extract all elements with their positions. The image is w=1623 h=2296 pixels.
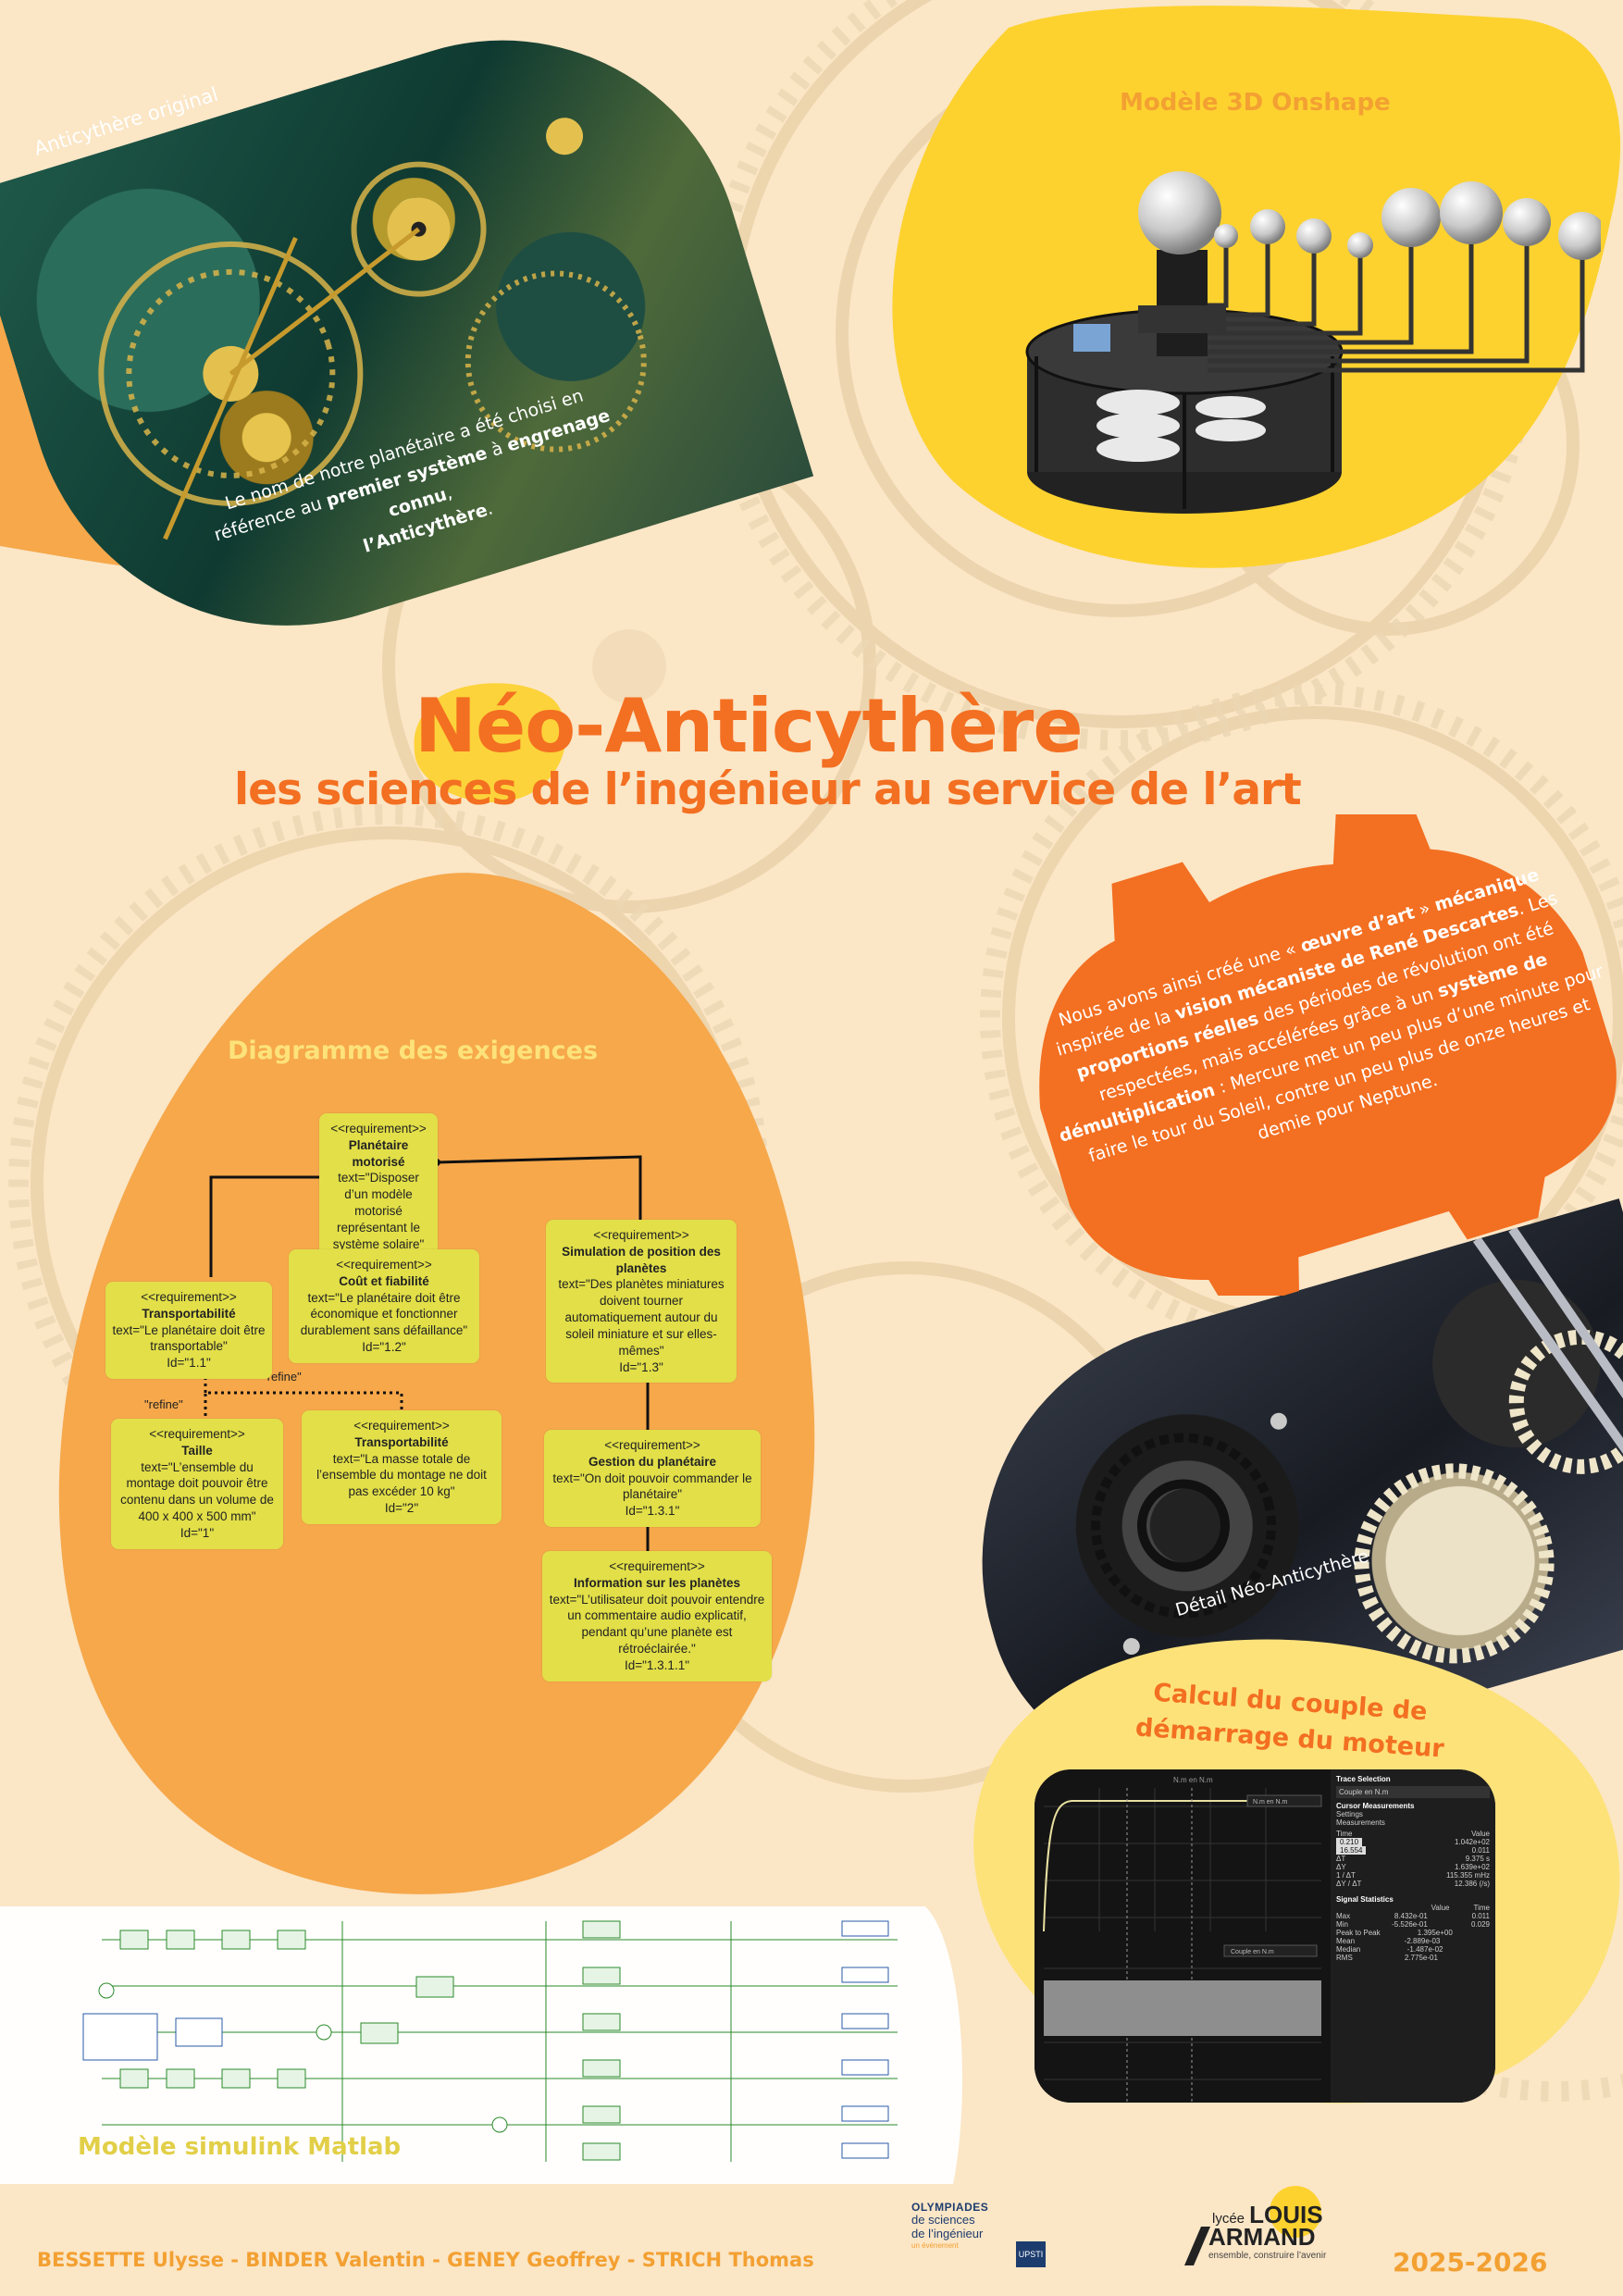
refine-label-2: "refine": [144, 1397, 183, 1411]
refine-label-1: "refine": [263, 1370, 302, 1384]
signal-statistics-row: Median-1.487e-02: [1336, 1945, 1443, 1954]
requirement-1-2: <<requirement>> Coût et fiabilité text="…: [289, 1249, 479, 1363]
title-yellow-blob: [414, 683, 566, 802]
simulink-title: Modèle simulink Matlab: [78, 2133, 402, 2161]
trace-selection-dropdown[interactable]: Couple en N.m: [1336, 1786, 1490, 1798]
orange-gear-shape: [1039, 814, 1617, 1296]
title-accent: Néo: [415, 683, 576, 769]
scope-side-panel: Trace Selection Couple en N.m Cursor Mea…: [1331, 1769, 1495, 2103]
requirement-1-1: <<requirement>> Transportabilité text="L…: [105, 1282, 272, 1380]
lycee-louis-armand-logo: lycée LOUIS ARMAND ensemble, construire …: [1175, 2184, 1332, 2277]
requirements-title: Diagramme des exigences: [228, 1036, 599, 1065]
requirement-1: <<requirement>> Planétaire motorisé text…: [319, 1113, 438, 1277]
scope-screenshot: N.m en N.m N.m en N.m Couple en N.m: [1035, 1769, 1495, 2103]
onshape-3d-model: [1025, 171, 1601, 514]
upsti-badge: UPSTI: [1016, 2241, 1046, 2267]
scope-legend-top: N.m en N.m: [1253, 1799, 1288, 1806]
olympiades-logo: OLYMPIADES de sciences de l’ingénieur un…: [911, 2201, 1046, 2277]
armand-logo-yellow-shape: [1270, 2186, 1321, 2238]
scope-plot-title: N.m en N.m: [1173, 1776, 1213, 1784]
cursor-measurements-label: Cursor Measurements: [1336, 1802, 1415, 1810]
school-year: 2025-2026: [1393, 2247, 1548, 2277]
authors: BESSETTE Ulysse - BINDER Valentin - GENE…: [37, 2249, 814, 2271]
armand-logo-stripe: [1184, 2227, 1210, 2265]
requirement-1-3-1-1: <<requirement>> Information sur les plan…: [542, 1551, 772, 1682]
requirement-taille: <<requirement>> Taille text="L’ensemble …: [111, 1419, 283, 1549]
simulink-diagram: [82, 1920, 898, 2162]
title-rest: -Anticythère: [575, 683, 1083, 769]
requirement-1-3-1: <<requirement>> Gestion du planétaire te…: [544, 1430, 761, 1528]
trace-selection-label: Trace Selection: [1336, 1775, 1391, 1783]
poster-subtitle: les sciences de l’ingénieur au service d…: [234, 764, 1302, 815]
signal-statistics-label: Signal Statistics: [1336, 1895, 1394, 1904]
detail-photo: [925, 1198, 1623, 1816]
scope-legend-bottom: Couple en N.m: [1231, 1949, 1274, 1955]
onshape-title: Modèle 3D Onshape: [1120, 89, 1391, 117]
white-blob-simulink: [0, 1906, 962, 2184]
settings-label[interactable]: Settings: [1336, 1810, 1363, 1818]
antikythera-photo: [0, 0, 814, 690]
scope-plots: N.m en N.m N.m en N.m Couple en N.m: [1035, 1769, 1331, 2103]
poster-title: Néo-Anticythère: [415, 683, 1084, 769]
measurements-label[interactable]: Measurements: [1336, 1818, 1385, 1827]
requirement-masse: <<requirement>> Transportabilité text="L…: [302, 1410, 502, 1524]
requirement-1-3: <<requirement>> Simulation de position d…: [546, 1220, 737, 1384]
signal-statistics-row: Mean-2.889e-03: [1336, 1937, 1441, 1945]
